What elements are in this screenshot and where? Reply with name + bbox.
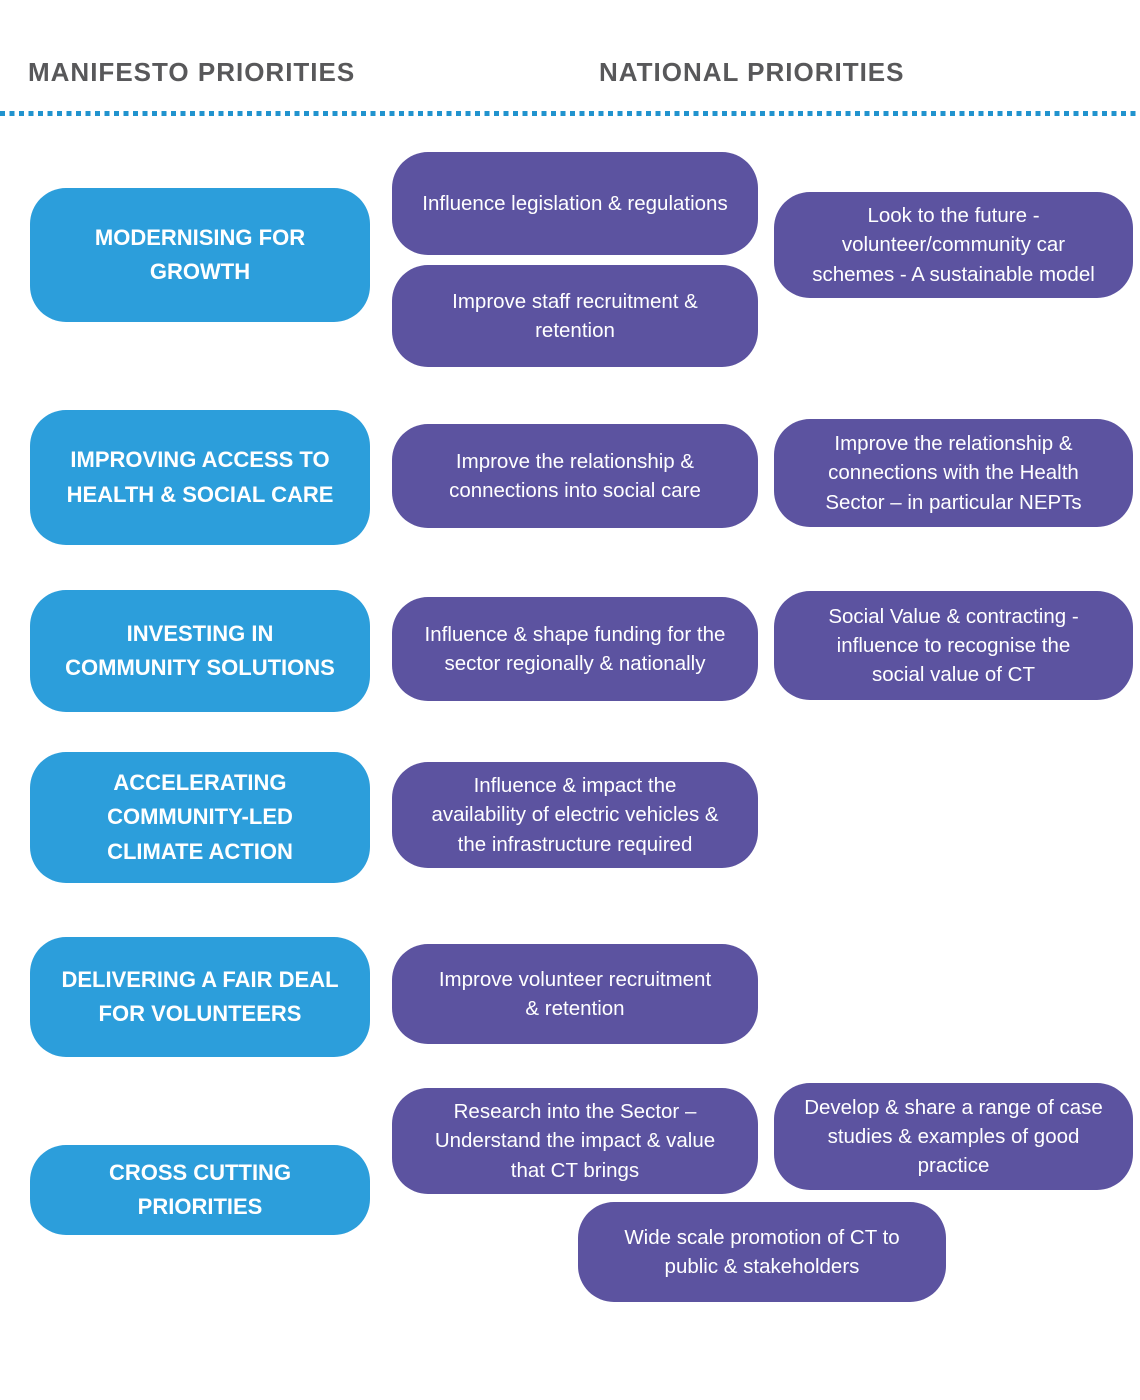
national-box-label: Improve the relationship & connections i…	[449, 449, 701, 502]
national-box-social-value-contracting: Social Value & contracting - influence t…	[774, 591, 1133, 700]
national-box-influence-legislation: Influence legislation & regulations	[392, 152, 758, 255]
national-box-label: Social Value & contracting - influence t…	[828, 604, 1079, 687]
national-box-volunteer-recruitment: Improve volunteer recruitment & retentio…	[392, 944, 758, 1044]
national-box-staff-recruitment: Improve staff recruitment & retention	[392, 265, 758, 367]
manifesto-box-label: CROSS CUTTING PRIORITIES	[108, 1159, 292, 1219]
manifesto-box-label: INVESTING IN COMMUNITY SOLUTIONS	[65, 620, 335, 680]
national-box-health-sector-connections: Improve the relationship & connections w…	[774, 419, 1133, 527]
manifesto-box-label: ACCELERATING COMMUNITY-LED CLIMATE ACTIO…	[107, 770, 293, 864]
manifesto-box-cross-cutting-priorities: CROSS CUTTING PRIORITIES	[30, 1145, 370, 1235]
national-box-label: Improve staff recruitment & retention	[452, 289, 698, 342]
national-box-electric-vehicles: Influence & impact the availability of e…	[392, 762, 758, 868]
manifesto-box-modernising-for-growth: MODERNISING FOR GROWTH	[30, 188, 370, 322]
national-box-label: Improve the relationship & connections w…	[825, 432, 1082, 514]
dotted-divider	[0, 111, 1140, 116]
national-box-social-care-connections: Improve the relationship & connections i…	[392, 424, 758, 528]
manifesto-box-accelerating-climate-action: ACCELERATING COMMUNITY-LED CLIMATE ACTIO…	[30, 752, 370, 883]
national-box-label: Research into the Sector – Understand th…	[434, 1100, 716, 1182]
national-box-look-to-the-future: Look to the future - volunteer/community…	[774, 192, 1133, 298]
national-box-wide-scale-promotion: Wide scale promotion of CT to public & s…	[578, 1202, 946, 1302]
manifesto-box-label: IMPROVING ACCESS TO HEALTH & SOCIAL CARE	[66, 447, 334, 507]
national-box-label: Look to the future - volunteer/community…	[812, 204, 1095, 286]
national-box-shape-funding: Influence & shape funding for the sector…	[392, 597, 758, 701]
national-box-sector-research: Research into the Sector – Understand th…	[392, 1088, 758, 1194]
national-box-label: Improve volunteer recruitment & retentio…	[438, 967, 712, 1020]
national-box-label: Influence & shape funding for the sector…	[424, 622, 726, 675]
national-box-label: Influence legislation & regulations	[422, 191, 728, 215]
manifesto-priorities-heading: MANIFESTO PRIORITIES	[28, 57, 356, 87]
manifesto-box-fair-deal-volunteers: DELIVERING A FAIR DEAL FOR VOLUNTEERS	[30, 937, 370, 1057]
manifesto-box-label: MODERNISING FOR GROWTH	[94, 224, 306, 284]
national-priorities-heading: NATIONAL PRIORITIES	[599, 57, 905, 87]
national-box-label: Influence & impact the availability of e…	[431, 774, 719, 856]
national-box-label: Wide scale promotion of CT to public & s…	[624, 1225, 900, 1278]
manifesto-box-label: DELIVERING A FAIR DEAL FOR VOLUNTEERS	[61, 966, 339, 1026]
national-box-label: Develop & share a range of case studies …	[804, 1095, 1103, 1178]
manifesto-box-improving-access-health-social-care: IMPROVING ACCESS TO HEALTH & SOCIAL CARE	[30, 410, 370, 545]
manifesto-box-investing-community-solutions: INVESTING IN COMMUNITY SOLUTIONS	[30, 590, 370, 712]
national-box-case-studies: Develop & share a range of case studies …	[774, 1083, 1133, 1190]
